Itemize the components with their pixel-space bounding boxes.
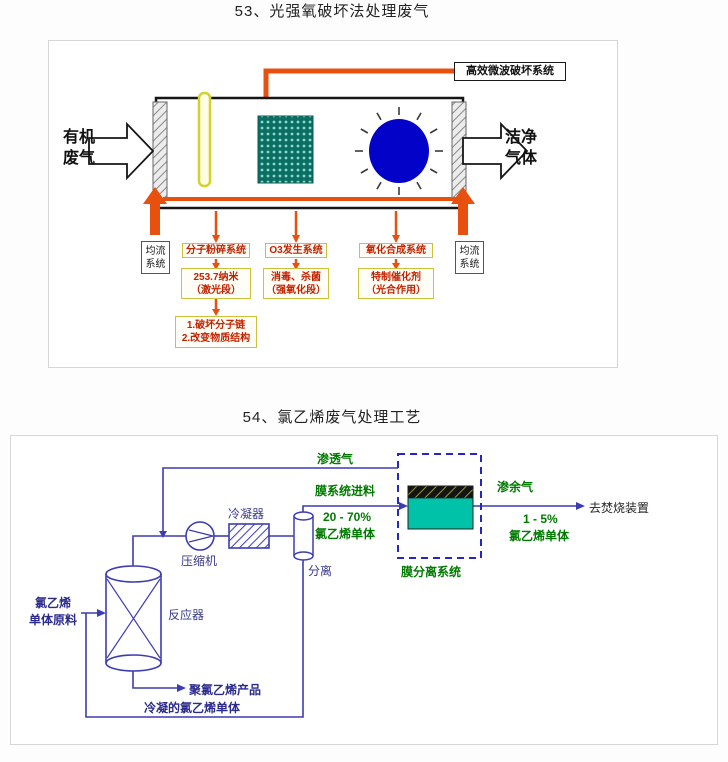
diagram2-canvas [81,453,585,718]
microwave-system-label: 高效微波破坏系统 [454,62,566,81]
diagram2-title: 54、氯乙烯废气处理工艺 [242,409,422,426]
catalyst-disc [369,119,429,183]
fan-rays [355,107,443,195]
condensed-monomer-label: 冷凝的氯乙烯单体 [144,701,241,715]
membrane-system-label: 膜分离系统 [401,565,462,579]
ozone-mesh-block [257,115,314,184]
compressor-impeller [188,529,214,543]
condenser-label: 冷凝器 [228,507,265,521]
stage3-system-label: 氧化合成系统 [359,243,433,258]
pvc-product-label: 聚氯乙烯产品 [189,683,262,697]
diagram1-title: 53、光强氧破坏法处理废气 [234,3,430,20]
stage1-detail-label: 253.7纳米 （激光段） [181,268,251,299]
stage1-system-label: 分子粉碎系统 [182,243,250,258]
stage2-system-label: O3发生系统 [265,243,327,258]
outlet-label: 洁净 气体 [504,129,537,167]
reactor-symbol [105,565,162,672]
process-arrowheads [97,502,585,692]
feed-component-label: 氯乙烯单体 [315,527,376,541]
uv-lamp [197,91,212,188]
annotation-arrows [214,211,398,310]
up-arrow-left [143,187,167,235]
retentate-component-label: 氯乙烯单体 [509,529,570,543]
membrane-system-boundary [397,453,482,559]
process-lines [81,467,577,718]
diagram1-panel: 高效微波破坏系统 有机 废气 洁净 气体 均流 系统 均流 系统 分子粉碎系统 … [48,40,618,368]
stage1-note-label: 1.破坏分子链 2.改变物质结构 [175,316,257,348]
flow-system-left-label: 均流 系统 [141,241,170,274]
annotation-arrowheads [212,235,400,316]
flow-wall-left [152,101,168,200]
separator-label: 分离 [308,564,333,578]
flow-system-right-label: 均流 系统 [455,241,484,274]
membrane-module-hatch [407,485,474,499]
incineration-label: 去焚烧装置 [589,501,650,515]
diagram1-canvas [88,68,559,316]
raw-material-label: 氯乙烯 单体原料 [28,596,77,627]
retentate-label: 渗余气 [497,480,534,494]
compressor-label: 压缩机 [181,554,218,568]
diagram2-panel: 氯乙烯 单体原料 反应器 压缩机 冷凝器 分离 渗透气 膜系统进料 20 - 7… [10,435,718,745]
separator-symbol [293,511,314,561]
membrane-feed-label: 膜系统进料 [315,484,376,498]
retentate-concentration-label: 1 - 5% [523,512,558,526]
reactor-label: 反应器 [168,608,205,622]
stage3-detail-label: 特制催化剂 （光合作用） [358,268,434,299]
compressor-symbol [185,521,215,551]
inlet-arrow [88,121,155,181]
feed-concentration-label: 20 - 70% [323,510,372,524]
outlet-arrow [462,121,529,181]
stage2-detail-label: 消毒、杀菌 （强氧化段） [263,268,329,299]
condenser-symbol [228,523,270,549]
inlet-label: 有机 废气 [62,129,95,167]
up-arrow-right [451,187,475,235]
permeate-label: 渗透气 [317,452,354,466]
